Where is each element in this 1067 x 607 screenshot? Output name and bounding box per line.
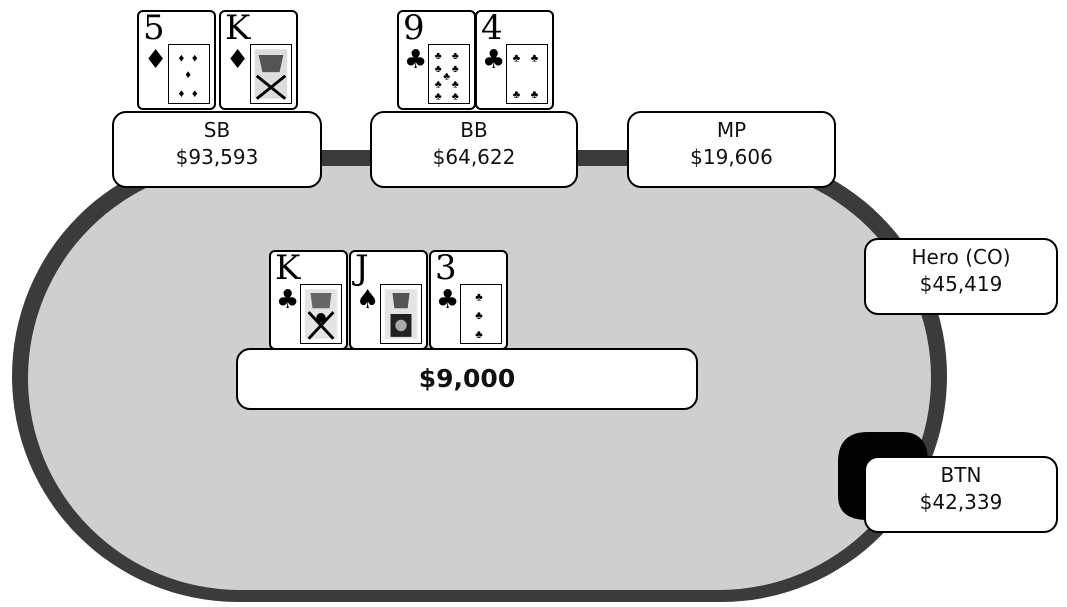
svg-text:♦: ♦ — [179, 53, 185, 65]
card-rank: K — [225, 10, 250, 48]
seat-stack: $42,339 — [866, 489, 1056, 516]
card-pips: ♣ ♣ ♣ — [460, 284, 502, 344]
card-suit: ♣ — [436, 286, 459, 314]
card-rank: 3 — [435, 250, 457, 288]
seat-btn: BTN $42,339 — [864, 456, 1058, 533]
svg-text:♣: ♣ — [475, 292, 483, 304]
svg-text:♣: ♣ — [452, 64, 459, 75]
seat-stack: $19,606 — [629, 144, 834, 171]
svg-text:♣: ♣ — [531, 53, 539, 65]
seat-position: BB — [372, 117, 576, 144]
svg-text:♣: ♣ — [475, 329, 483, 341]
svg-text:♣: ♣ — [435, 92, 442, 103]
card-rank: 4 — [481, 10, 503, 48]
face-card-art — [250, 44, 292, 104]
seat-hero: Hero (CO) $45,419 — [864, 238, 1058, 315]
card-suit: ♣ — [276, 286, 299, 314]
svg-text:♣: ♣ — [443, 72, 450, 83]
card-pips: ♦♦♦♦♦ — [168, 44, 210, 104]
svg-text:♣: ♣ — [452, 92, 459, 103]
seat-stack: $45,419 — [866, 271, 1056, 298]
bb-card-1: 9 ♣ ♣♣♣♣♣♣♣♣♣ — [397, 10, 476, 110]
card-pips: ♣♣♣♣♣♣♣♣♣ — [428, 44, 470, 104]
board-card-3: 3 ♣ ♣ ♣ ♣ — [429, 250, 508, 350]
card-pips: ♣ ♣ ♣ ♣ — [506, 44, 548, 104]
card-rank: J — [355, 250, 369, 288]
svg-text:♣: ♣ — [475, 310, 483, 322]
card-suit: ♠ — [356, 286, 379, 314]
svg-text:♣: ♣ — [435, 51, 442, 62]
svg-text:♣: ♣ — [435, 64, 442, 75]
seat-mp: MP $19,606 — [627, 111, 836, 188]
svg-text:♣: ♣ — [452, 79, 459, 90]
face-card-art — [300, 284, 342, 344]
pot-display: $9,000 — [236, 348, 698, 410]
card-rank: K — [275, 250, 300, 288]
svg-text:♦: ♦ — [192, 53, 198, 65]
svg-text:♦: ♦ — [192, 88, 198, 100]
card-suit: ♣ — [482, 46, 505, 74]
face-card-art — [380, 284, 422, 344]
svg-text:♦: ♦ — [185, 69, 191, 81]
seat-position: BTN — [866, 462, 1056, 489]
svg-text:♣: ♣ — [513, 89, 521, 101]
card-suit: ♦ — [144, 46, 167, 74]
seat-sb: SB $93,593 — [112, 111, 322, 188]
seat-position: SB — [114, 117, 320, 144]
svg-text:♣: ♣ — [513, 53, 521, 65]
board-card-1: K ♣ — [269, 250, 348, 350]
svg-text:♣: ♣ — [452, 51, 459, 62]
card-suit: ♦ — [226, 46, 249, 74]
seat-bb: BB $64,622 — [370, 111, 578, 188]
seat-position: Hero (CO) — [866, 244, 1056, 271]
card-suit: ♣ — [404, 46, 427, 74]
svg-text:♣: ♣ — [435, 79, 442, 90]
sb-card-1: 5 ♦ ♦♦♦♦♦ — [137, 10, 216, 110]
bb-card-2: 4 ♣ ♣ ♣ ♣ ♣ — [475, 10, 554, 110]
svg-text:♦: ♦ — [179, 88, 185, 100]
card-rank: 5 — [143, 10, 165, 48]
seat-stack: $93,593 — [114, 144, 320, 171]
card-rank: 9 — [403, 10, 425, 48]
sb-card-2: K ♦ — [219, 10, 298, 110]
svg-text:♣: ♣ — [531, 89, 539, 101]
seat-position: MP — [629, 117, 834, 144]
seat-stack: $64,622 — [372, 144, 576, 171]
board-card-2: J ♠ — [349, 250, 428, 350]
